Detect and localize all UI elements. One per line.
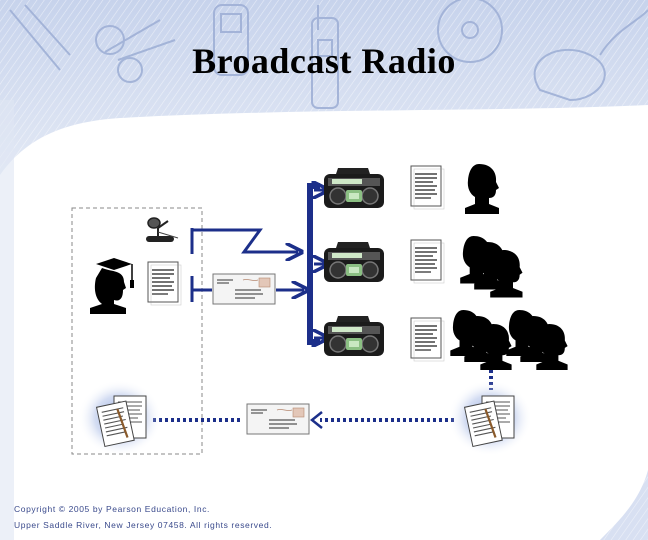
microphone-icon xyxy=(146,217,179,242)
student-silhouette-icon xyxy=(465,164,499,214)
return-arrowhead xyxy=(309,411,323,429)
returned-assignments-envelope-icon xyxy=(246,403,310,435)
mail-arrow xyxy=(190,276,304,302)
student-document-icon xyxy=(410,165,445,210)
student-document-icon xyxy=(410,317,445,362)
lecture-notes-icon xyxy=(147,261,182,306)
boombox-radio-icon xyxy=(323,167,385,209)
boombox-radio-icon xyxy=(323,315,385,357)
student-document-icon xyxy=(410,239,445,284)
mailed-materials-envelope-icon xyxy=(212,273,276,305)
broadcast-arrow xyxy=(190,228,298,254)
instructor-frame xyxy=(71,207,203,455)
footer-copyright: Copyright © 2005 by Pearson Education, I… xyxy=(14,504,211,514)
student-group-icon xyxy=(460,236,523,298)
student-group-icon xyxy=(450,310,568,370)
bracket-arrows xyxy=(314,190,324,338)
graduate-silhouette-icon xyxy=(90,258,134,314)
return-path xyxy=(152,370,493,422)
footer-address: Upper Saddle River, New Jersey 07458. Al… xyxy=(14,520,273,530)
boombox-radio-icon xyxy=(323,241,385,283)
slide-title: Broadcast Radio xyxy=(192,41,456,81)
